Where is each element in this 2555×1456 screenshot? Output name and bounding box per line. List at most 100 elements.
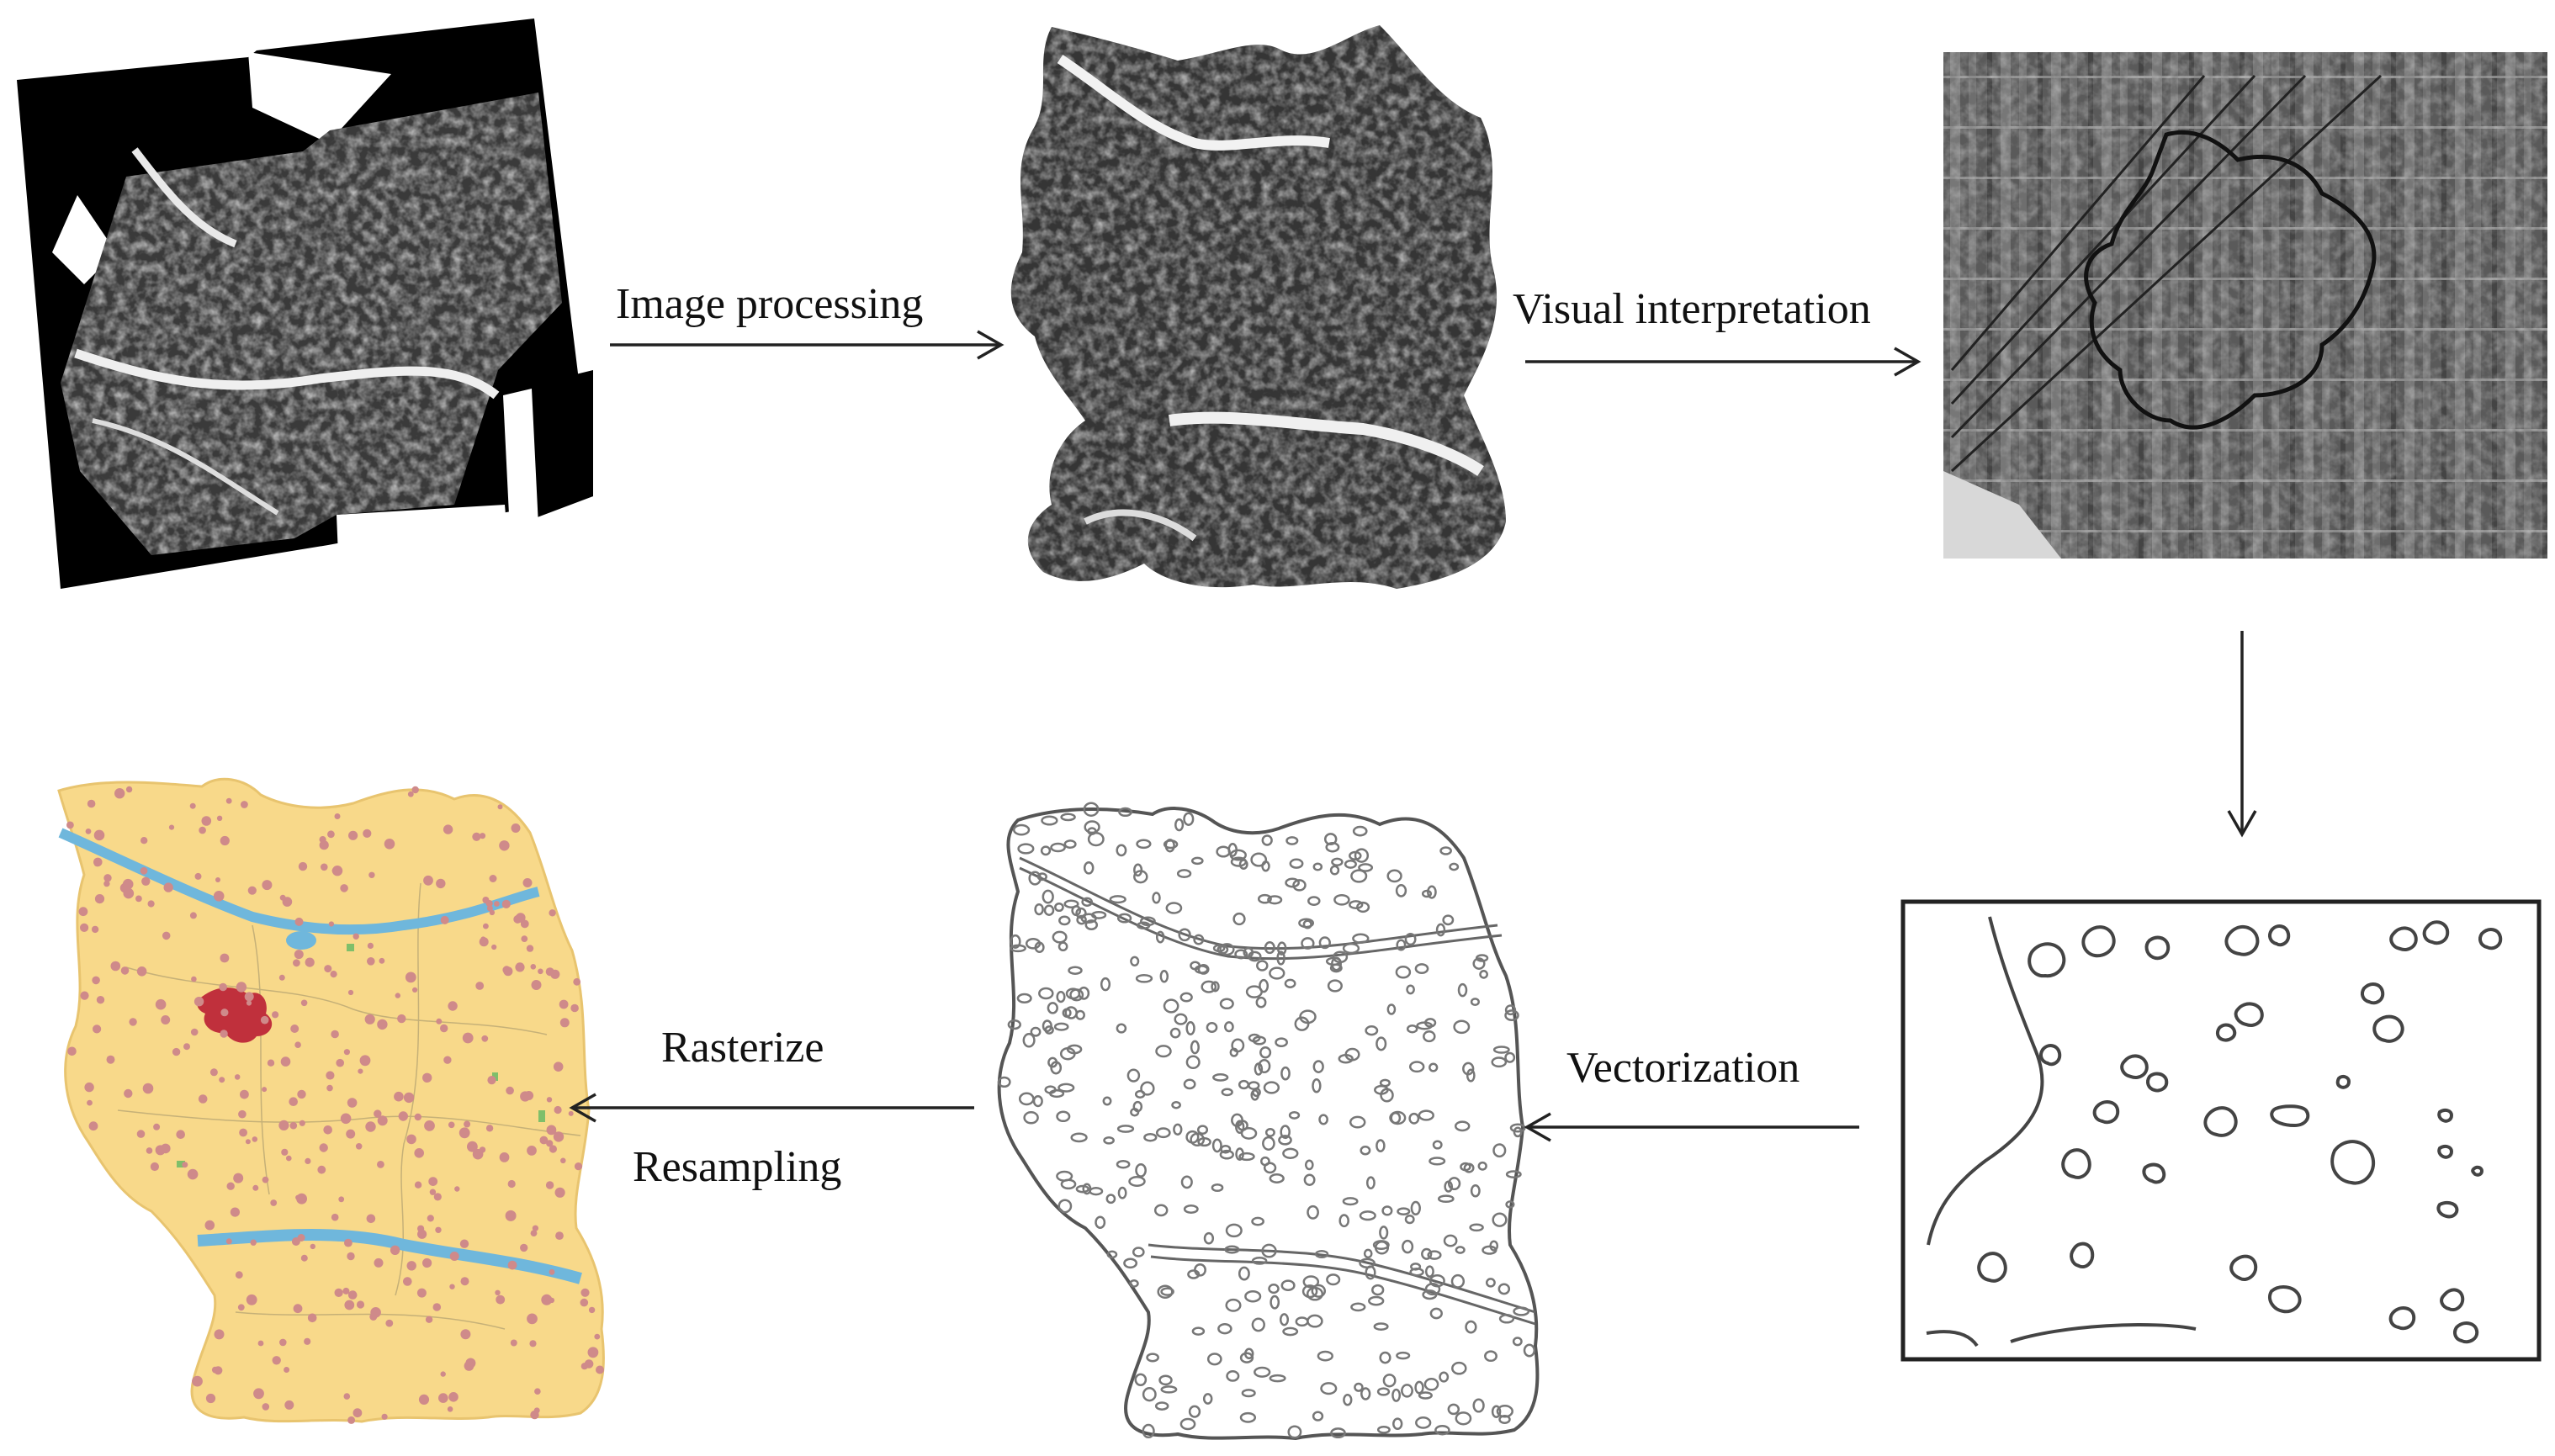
vector-settlement-polygon	[1270, 1295, 1280, 1310]
vector-settlement-polygon	[1154, 1401, 1169, 1411]
raster-settlement-cell	[125, 786, 133, 793]
raster-settlement-cell	[336, 1058, 345, 1067]
raster-river-south	[197, 1229, 582, 1284]
raster-settlement-cell	[344, 1300, 355, 1310]
vector-settlement-polygon	[1116, 844, 1127, 857]
raster-settlement-cell	[289, 1121, 298, 1130]
vector-settlement-polygon	[1275, 1037, 1288, 1048]
raster-settlement-cell	[510, 1339, 517, 1347]
raster-settlement-cell	[454, 1186, 460, 1192]
raster-settlement-cell	[520, 1243, 528, 1252]
raster-settlement-cell	[211, 1366, 219, 1374]
raster-settlement-cell	[84, 1082, 94, 1093]
raster-settlement-cell	[530, 964, 537, 970]
vector-settlement-polygon	[1376, 1139, 1386, 1152]
raster-settlement-cell	[236, 982, 247, 993]
raster-settlement-cell	[235, 1271, 243, 1279]
vector-settlement-polygon	[1368, 1295, 1385, 1306]
vector-settlement-polygon	[1264, 1127, 1275, 1137]
vector-settlement-polygon	[1263, 1081, 1280, 1094]
raster-settlement-cell	[209, 1068, 218, 1077]
raster-settlement-cell	[244, 992, 254, 1002]
vector-settlement-polygon	[1219, 943, 1235, 956]
raster-settlement-cell	[534, 1388, 541, 1395]
raster-settlement-cell	[319, 836, 326, 844]
vector-settlement-polygon	[1401, 1384, 1413, 1398]
vector-settlement-polygon	[1312, 862, 1323, 871]
raster-settlement-cell	[395, 993, 400, 998]
vector-settlement-polygon	[1454, 1120, 1471, 1132]
raster-settlement-cell	[554, 1187, 565, 1198]
raster-settlement-cell	[425, 1316, 433, 1323]
vector-settlement-polygon	[1349, 1115, 1366, 1129]
raster-settlement-cell	[559, 1018, 570, 1028]
arrow-down	[2227, 631, 2257, 838]
vector-settlement-polygon	[1188, 1405, 1201, 1418]
raster-settlement-cell	[122, 878, 134, 890]
vector-settlement-polygon	[1376, 1387, 1391, 1396]
raster-settlement-cell	[527, 1146, 537, 1156]
raster-settlement-cell	[343, 1049, 350, 1056]
raster-settlement-cell	[377, 1161, 384, 1168]
raster-settlement-cell	[367, 942, 374, 949]
vector-settlement-polygon	[1050, 842, 1066, 853]
vector-settlement-polygon	[1152, 892, 1161, 904]
raster-settlement-cell	[87, 1099, 93, 1106]
raster-settlement-cell	[464, 1361, 474, 1371]
vector-settlement-polygon	[1056, 990, 1066, 1003]
vector-settlement-polygon	[1389, 1110, 1407, 1125]
vector-settlement-polygon	[1344, 859, 1357, 869]
vector-settlement-polygon	[1225, 1298, 1242, 1312]
vector-settlement-polygon	[1136, 921, 1151, 930]
vector-settlement-polygon	[1126, 1068, 1141, 1083]
raster-settlement-cell	[546, 1097, 553, 1103]
vector-settlement-polygon	[1432, 1140, 1443, 1150]
raster-settlement-cell	[580, 1298, 589, 1307]
raster-settlement-cell	[381, 1413, 388, 1420]
vector-settlement-polygon	[1414, 1380, 1424, 1395]
raster-admin-boundaries	[117, 882, 581, 1330]
vector-settlement-polygon	[1135, 973, 1153, 983]
raster-settlement-cell	[353, 1408, 363, 1418]
interpreted-settlement-outline	[2084, 130, 2377, 430]
vector-settlement-polygon	[1326, 1273, 1341, 1286]
vector-settlement-polygon	[1371, 1284, 1385, 1296]
vector-settlement-polygon	[1179, 1417, 1196, 1431]
vector-settlement-polygon	[1363, 1248, 1373, 1259]
raster-settlement-cell	[422, 1072, 432, 1083]
raster-settlement-cell	[246, 1000, 252, 1006]
raster-settlement-cell	[262, 1087, 268, 1093]
vector-settlement-polygon	[1058, 1083, 1075, 1093]
vector-settlement-polygon	[1373, 1322, 1389, 1331]
raster-settlement-cell	[85, 829, 92, 834]
vector-settlement-polygon	[1269, 1374, 1286, 1383]
raster-settlement-cell	[377, 1019, 388, 1030]
vector-settlement-polygon	[1017, 843, 1035, 855]
vector-settlement-polygon	[1380, 1088, 1394, 1103]
raster-settlement-cell	[290, 1024, 299, 1033]
vector-settlement-polygon	[1492, 1143, 1507, 1158]
raster-settlement-cell	[219, 982, 227, 992]
vector-settlement-polygon	[1314, 1249, 1329, 1259]
raster-settlement-cell	[479, 833, 486, 839]
raster-settlement-cell	[155, 1145, 166, 1156]
vector-settlement-polygon	[1466, 1068, 1476, 1083]
vector-settlement-polygon	[1234, 949, 1248, 960]
raster-settlement-cell	[176, 1130, 185, 1139]
raster-settlement-cell	[262, 1403, 270, 1411]
vector-settlement-polygon	[1047, 1056, 1058, 1068]
raster-settlement-cell	[507, 1260, 517, 1270]
raster-settlement-cell	[213, 891, 225, 902]
label-image-processing: Image processing	[616, 280, 923, 328]
vector-settlement-polygon	[1180, 1175, 1193, 1189]
raster-settlement-cell	[440, 915, 449, 924]
raster-settlement-cell	[297, 1234, 305, 1242]
vector-settlement-polygon	[1040, 845, 1052, 856]
vector-settlement-polygon	[1365, 1176, 1376, 1190]
arrow-visual-interpretation	[1525, 347, 1922, 377]
vector-settlement-polygon	[1183, 812, 1195, 826]
raster-settlement-cell	[88, 1121, 98, 1131]
raster-settlement-cell	[300, 999, 308, 1007]
raster-settlement-cell	[553, 1131, 565, 1142]
raster-settlement-cell	[205, 1393, 216, 1404]
